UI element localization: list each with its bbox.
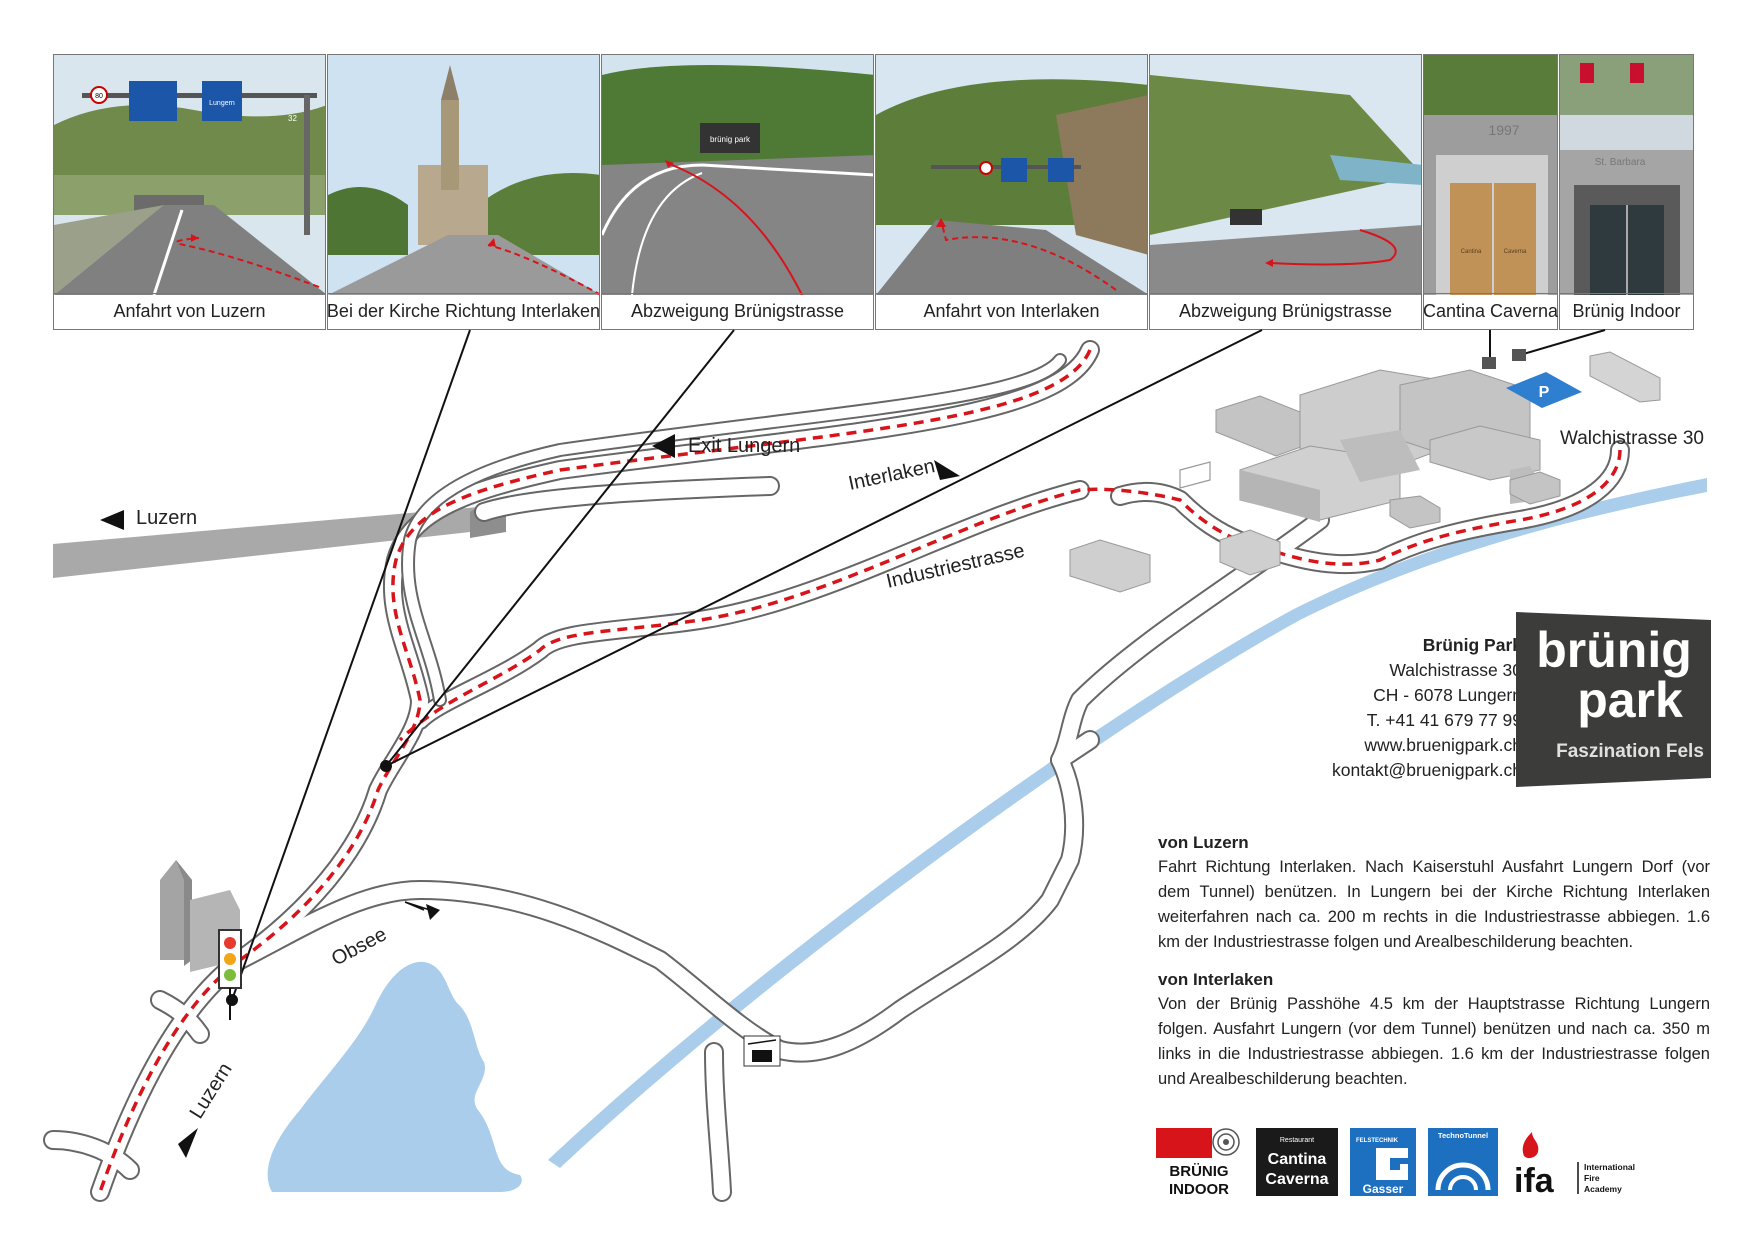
address-street: Walchistrasse 30 [1389, 660, 1522, 680]
ifa-logo-text: ifa [1514, 1162, 1555, 1196]
photo-cantina-caverna: 1997 Cantina Caverna Cantina Caverna [1423, 54, 1558, 330]
label-interlaken: Interlaken [846, 455, 936, 495]
partner-felstechnik-gasser: FELSTECHNIK Gasser [1350, 1128, 1416, 1196]
gondola-icon [743, 1035, 781, 1067]
photo-caption: Abzweigung Brünigstrasse [1150, 293, 1421, 329]
tunnel-year-text: 1997 [1488, 122, 1519, 138]
indoor-logo-line-2: INDOOR [1169, 1181, 1229, 1196]
ifa-line-1: International [1584, 1162, 1635, 1172]
photo-caption: Brünig Indoor [1560, 293, 1693, 329]
sign-lungern-text: Lungern [209, 100, 235, 107]
label-luzern-bottom: Luzern [186, 1059, 237, 1123]
label-obsee: Obsee [328, 923, 390, 970]
photo-image: Lungern 80 32 [54, 55, 325, 295]
gasser-logo-text: Gasser [1363, 1182, 1404, 1196]
photo-image [328, 55, 599, 295]
photo-caption: Cantina Caverna [1423, 293, 1558, 329]
cantina-logo-line-1: Cantina [1268, 1151, 1327, 1168]
photo-kirche: Bei der Kirche Richtung Interlaken [327, 54, 600, 330]
photo-image [876, 55, 1147, 295]
photo-caption: Bei der Kirche Richtung Interlaken [327, 293, 600, 329]
junction-marker [380, 760, 392, 772]
photo-image: 1997 Cantina Caverna [1424, 55, 1557, 295]
gasser-side-text: FELSTECHNIK [1356, 1138, 1399, 1144]
directions-interlaken-text: Von der Brünig Passhöhe 4.5 km der Haupt… [1158, 995, 1710, 1088]
label-luzern: Luzern [136, 507, 197, 529]
address-email-link[interactable]: kontakt@bruenigpark.ch [1332, 760, 1522, 780]
label-walchistrasse: Walchistrasse 30 [1560, 428, 1704, 449]
photo-abzweigung-2: Abzweigung Brünigstrasse [1149, 54, 1422, 330]
sign-number-text: 32 [288, 114, 297, 123]
partner-ifa: ifa International Fire Academy [1514, 1132, 1635, 1196]
label-exit-lungern: Exit Lungern [688, 435, 800, 457]
cantina-logo-line-2: Caverna [1265, 1171, 1328, 1188]
sign-speed-text: 80 [95, 93, 103, 100]
church-marker [226, 994, 238, 1006]
address-web-link[interactable]: www.bruenigpark.ch [1364, 735, 1522, 755]
logo-line-1: brünig [1536, 622, 1692, 678]
photo-bruenig-indoor: St. Barbara Brünig Indoor [1559, 54, 1694, 330]
directions: von Luzern Fahrt Richtung Interlaken. Na… [1158, 830, 1710, 1104]
address-block: Brünig Park Walchistrasse 30 CH - 6078 L… [1332, 633, 1522, 783]
parking-sign[interactable]: P [1506, 372, 1582, 408]
buildings [1069, 351, 1661, 593]
directions-luzern-text: Fahrt Richtung Interlaken. Nach Kaiserst… [1158, 858, 1710, 951]
photo-anfahrt-interlaken: Anfahrt von Interlaken [875, 54, 1148, 330]
traffic-light-icon [218, 929, 242, 1020]
indoor-sign-text: St. Barbara [1595, 157, 1646, 168]
parking-label: P [1539, 384, 1550, 401]
photo-caption: Abzweigung Brünigstrasse [602, 293, 873, 329]
cantina-logo-small: Restaurant [1280, 1137, 1314, 1144]
techno-logo-text: TechnoTunnel [1438, 1131, 1488, 1140]
door-left-text: Cantina [1461, 249, 1482, 255]
directions-interlaken-title: von Interlaken [1158, 970, 1274, 989]
ifa-line-3: Academy [1584, 1184, 1622, 1194]
partner-bruenig-indoor: BRÜNIG INDOOR [1156, 1128, 1240, 1196]
address-name: Brünig Park [1422, 635, 1522, 655]
photo-image: brünig park [602, 55, 873, 295]
logo-line-2: park [1577, 672, 1683, 728]
indoor-logo-line-1: BRÜNIG [1169, 1163, 1228, 1180]
address-phone: T. +41 41 679 77 99 [1366, 710, 1522, 730]
photo-anfahrt-luzern: Lungern 80 32 Anfahrt von Luzern [53, 54, 326, 330]
highway [53, 506, 490, 578]
bruenig-park-logo: brünig park Faszination Fels [1516, 612, 1711, 787]
photo-leader-lines [231, 329, 1606, 1001]
directions-luzern-title: von Luzern [1158, 833, 1249, 852]
address-city: CH - 6078 Lungern [1373, 685, 1522, 705]
direction-arrows [100, 434, 960, 1158]
lake [267, 961, 522, 1192]
billboard-text: brünig park [710, 135, 751, 144]
door-right-text: Caverna [1504, 249, 1527, 255]
photo-image [1150, 55, 1421, 295]
logo-tagline: Faszination Fels [1556, 741, 1704, 762]
partner-technotunnel: TechnoTunnel [1428, 1128, 1498, 1196]
ifa-line-2: Fire [1584, 1173, 1600, 1183]
photo-abzweigung-1: brünig park Abzweigung Brünigstrasse [601, 54, 874, 330]
photo-image: St. Barbara [1560, 55, 1693, 295]
photo-caption: Anfahrt von Interlaken [876, 293, 1147, 329]
photo-caption: Anfahrt von Luzern [54, 293, 325, 329]
partner-cantina-caverna: Restaurant Cantina Caverna [1256, 1128, 1338, 1196]
